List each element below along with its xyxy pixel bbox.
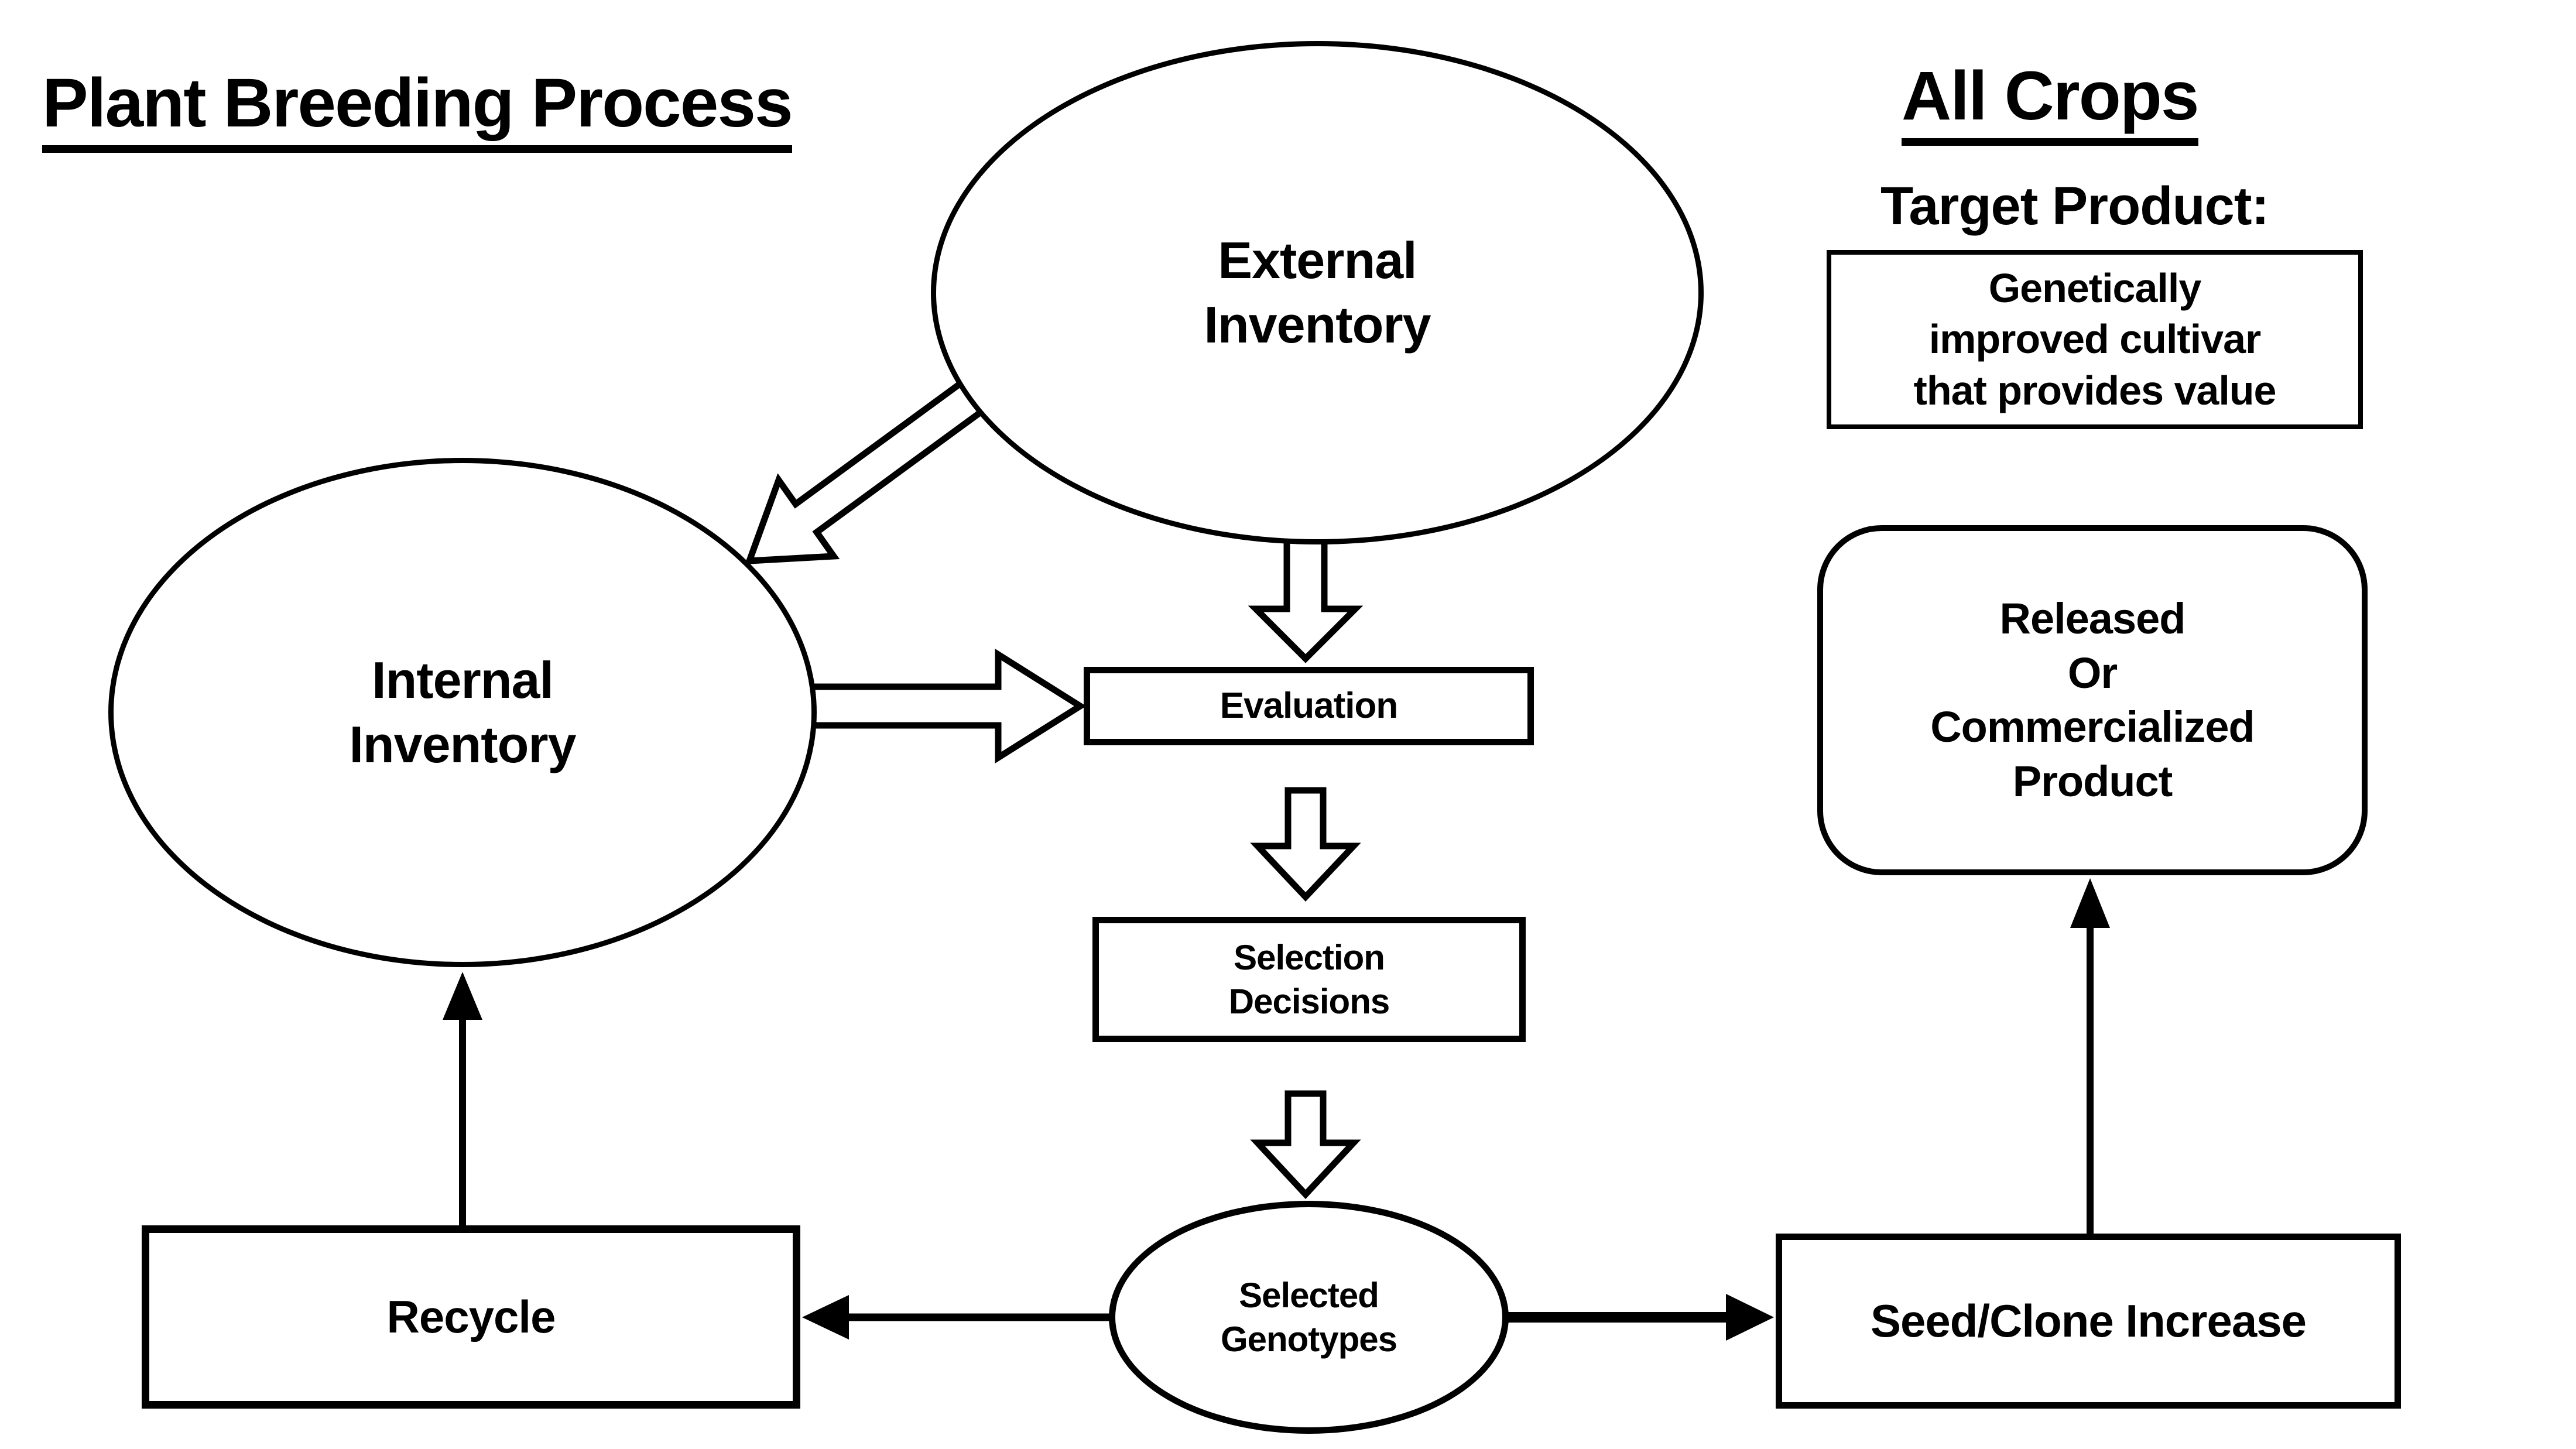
arrow-genotypes-to-recycle-head [802, 1295, 849, 1340]
node-label: Or [2067, 648, 2118, 697]
arrow-external-to-evaluation-icon [1248, 535, 1364, 663]
node-internal-inventory: Internal Inventory [108, 458, 817, 967]
node-seed-clone-increase: Seed/Clone Increase [1776, 1234, 2401, 1409]
target-product-line: Genetically [1988, 265, 2202, 311]
node-label: Recycle [386, 1290, 556, 1342]
arrow-recycle-to-internal-head [443, 972, 482, 1020]
node-label: Inventory [1204, 296, 1431, 354]
node-label: Selected [1239, 1276, 1379, 1315]
target-product-box: Genetically improved cultivar that provi… [1827, 250, 2363, 429]
node-label: Evaluation [1220, 686, 1399, 727]
node-evaluation: Evaluation [1084, 667, 1534, 745]
target-product-line: that provides value [1913, 367, 2277, 413]
node-label: Product [2012, 756, 2173, 806]
node-label: External [1218, 231, 1417, 289]
arrow-evaluation-to-selection-icon [1250, 787, 1361, 902]
arrow-external-to-internal-inventory-icon [744, 359, 1013, 564]
node-selected-genotypes: Selected Genotypes [1109, 1201, 1509, 1434]
node-label: Commercialized [1930, 703, 2255, 751]
node-label: Internal [372, 651, 554, 709]
all-crops-title: All Crops [1902, 56, 2199, 146]
arrow-selection-to-genotypes-icon [1250, 1090, 1361, 1200]
target-product-line: improved cultivar [1928, 316, 2262, 362]
arrow-seed-clone-to-released-head [2070, 878, 2110, 928]
arrow-genotypes-to-seed-clone-head [1726, 1294, 1774, 1341]
node-external-inventory: External Inventory [931, 41, 1704, 544]
page-title: Plant Breeding Process [42, 63, 793, 153]
arrow-internal-to-evaluation-icon [781, 649, 1087, 763]
node-recycle: Recycle [142, 1225, 800, 1409]
node-label: Genotypes [1220, 1320, 1397, 1359]
node-label: Seed/Clone Increase [1870, 1294, 2307, 1347]
node-label: Decisions [1228, 982, 1390, 1021]
node-label: Released [1999, 594, 2186, 643]
node-released-product: Released Or Commercialized Product [1817, 525, 2368, 875]
node-selection-decisions: Selection Decisions [1092, 917, 1526, 1042]
target-product-label: Target Product: [1880, 176, 2269, 236]
node-label: Inventory [349, 715, 576, 773]
node-label: Selection [1234, 938, 1385, 977]
